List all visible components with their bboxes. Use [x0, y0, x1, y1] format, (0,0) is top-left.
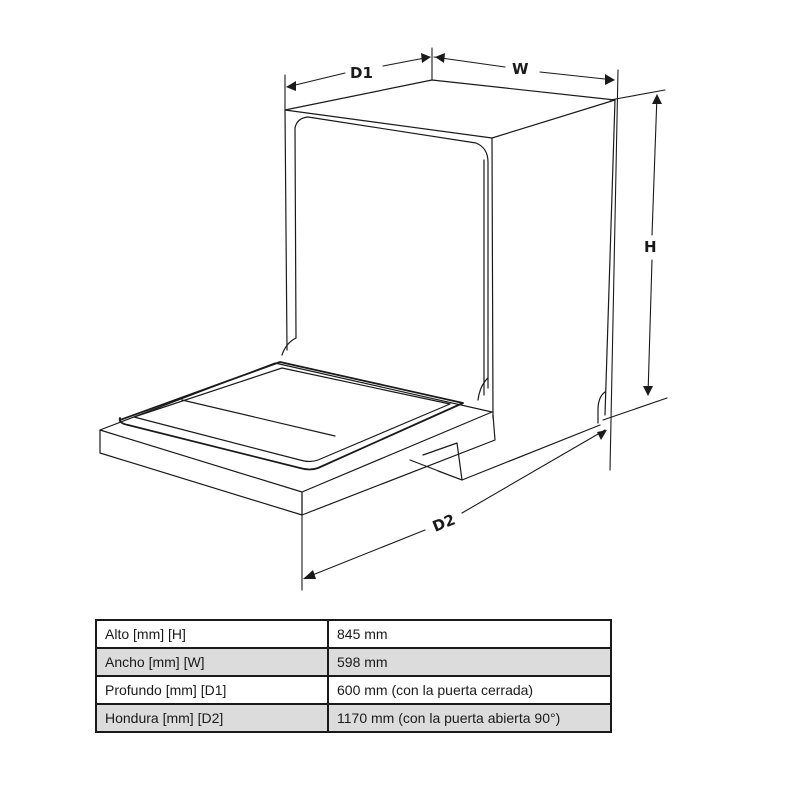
row-label: Alto [mm] [H] [95, 619, 329, 649]
table-row: Hondura [mm] [D2] 1170 mm (con la puerta… [95, 703, 612, 733]
d1-label: D1 [350, 64, 373, 82]
table-row: Alto [mm] [H] 845 mm [95, 619, 612, 649]
w-label: W [512, 60, 529, 78]
dimensions-table: Alto [mm] [H] 845 mm Ancho [mm] [W] 598 … [95, 619, 612, 733]
row-label: Hondura [mm] [D2] [95, 703, 329, 733]
row-value: 598 mm [327, 647, 612, 677]
open-door [99, 361, 601, 516]
table-row: Profundo [mm] [D1] 600 mm (con la puerta… [95, 675, 612, 705]
arrowheads [286, 53, 662, 579]
dishwasher-dimension-diagram: D1 W H D2 [99, 47, 668, 591]
d2-label: D2 [430, 511, 458, 536]
h-label: H [644, 238, 657, 256]
row-label: Ancho [mm] [W] [95, 647, 329, 677]
appliance-body [281, 79, 616, 424]
table-row: Ancho [mm] [W] 598 mm [95, 647, 612, 677]
row-value: 845 mm [327, 619, 612, 649]
row-value: 600 mm (con la puerta cerrada) [327, 675, 612, 705]
row-value: 1170 mm (con la puerta abierta 90°) [327, 703, 612, 733]
dimension-lines [284, 47, 668, 591]
row-label: Profundo [mm] [D1] [95, 675, 329, 705]
